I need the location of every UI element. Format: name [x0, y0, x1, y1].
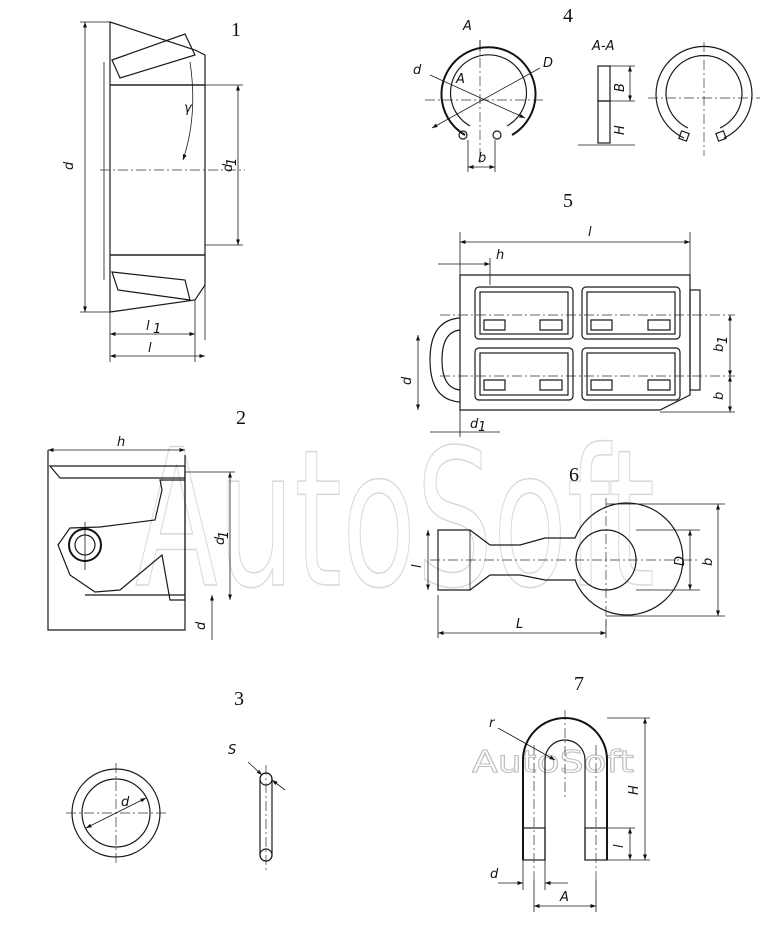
figure-5-label-d1-sub: 1	[478, 420, 486, 435]
figure-5-label-d1: d	[470, 417, 479, 432]
figure-3-o-ring: 3 d S	[66, 688, 286, 870]
seal-rubber-body	[57, 479, 186, 601]
figure-7-label-r: r	[489, 716, 496, 731]
roller-bottom	[111, 271, 191, 301]
watermark: AutoSoft AutoSoft	[134, 408, 656, 780]
figure-3-number: 3	[234, 688, 244, 710]
figure-5-label-d: d	[400, 376, 415, 385]
figure-4-label-a-mid: A	[455, 72, 465, 87]
figure-4-number: 4	[563, 5, 573, 27]
figure-4-label-a-top: A	[462, 19, 472, 34]
figure-7-number: 7	[574, 673, 584, 695]
figure-7-u-bolt: 7 r H l d A	[489, 673, 650, 912]
ring-front-inner	[449, 54, 528, 127]
ring-front-outer	[440, 46, 537, 136]
figure-2-label-h: h	[117, 435, 125, 450]
figure-7-label-big-h: H	[627, 785, 642, 795]
figure-1-label-l1-sub: 1	[153, 322, 161, 337]
figure-5-label-b1-sub: 1	[716, 336, 731, 344]
figure-1-label-gamma: γ	[184, 101, 193, 116]
figure-2-label-d1: d	[213, 536, 228, 545]
figure-4-label-big-b: B	[613, 83, 628, 92]
figure-5-label-b1: b	[712, 344, 727, 352]
figure-1-label-d1: d	[221, 163, 236, 172]
figure-2-number: 2	[236, 407, 246, 429]
figure-3-label-s: S	[228, 743, 236, 758]
figure-6-label-b: b	[701, 558, 716, 566]
figure-5-label-h: h	[496, 248, 504, 263]
block-body	[459, 274, 691, 411]
figure-5-terminal-block: 5 l h d d 1	[400, 190, 735, 437]
figure-2-lip-seal: 2 h d 1 d	[47, 407, 246, 640]
figure-5-label-l: l	[588, 225, 592, 240]
figure-6-label-l: l	[410, 564, 425, 568]
figure-1-label-l: l	[148, 341, 152, 356]
figure-1-tapered-roller-bearing: 1 d d 1 γ l 1 l	[62, 19, 245, 362]
figure-4-label-b: b	[478, 151, 486, 166]
figure-7-label-d: d	[490, 867, 499, 882]
figure-2-label-d1-sub: 1	[217, 531, 232, 539]
figure-4-retaining-ring: 4 A A d D b A-A B H	[413, 5, 760, 172]
section-profile-bottom	[597, 100, 611, 144]
watermark-large: AutoSoft	[135, 409, 655, 630]
outer-ring-bottom-section	[109, 254, 206, 313]
figure-4-label-big-d: D	[543, 56, 553, 71]
figure-2-label-d: d	[194, 621, 209, 630]
o-ring-inner	[81, 778, 151, 848]
figure-5-number: 5	[563, 190, 573, 212]
figure-1-number: 1	[231, 19, 241, 41]
figure-1-label-l1: l	[146, 319, 150, 334]
figure-6-label-big-d: D	[673, 556, 688, 566]
cell-bottom-left	[474, 347, 574, 401]
watermark-small: AutoSoft	[472, 745, 634, 780]
figure-3-label-d: d	[121, 795, 130, 810]
cell-bottom-right	[581, 347, 681, 401]
figure-1-label-d1-sub: 1	[225, 158, 240, 166]
section-profile-top	[597, 65, 611, 102]
figure-7-label-l: l	[612, 844, 627, 848]
figure-4-label-d: d	[413, 63, 422, 78]
cell-top-left	[474, 286, 574, 340]
figure-6-label-big-l: L	[516, 617, 523, 632]
figure-7-label-a: A	[559, 890, 569, 905]
figure-6-number: 6	[569, 464, 579, 486]
figure-1-label-d: d	[62, 161, 77, 170]
figure-4-label-big-h: H	[613, 125, 628, 135]
cell-top-right	[581, 286, 681, 340]
figure-4-label-section: A-A	[591, 39, 614, 54]
roller-top	[111, 33, 196, 79]
seal-outer-shell	[48, 465, 186, 479]
figure-5-label-b: b	[712, 392, 727, 400]
outer-ring-top-section	[109, 21, 206, 86]
figure-6-cable-lug: 6 l D b L	[410, 464, 725, 638]
lug-body	[437, 502, 684, 616]
